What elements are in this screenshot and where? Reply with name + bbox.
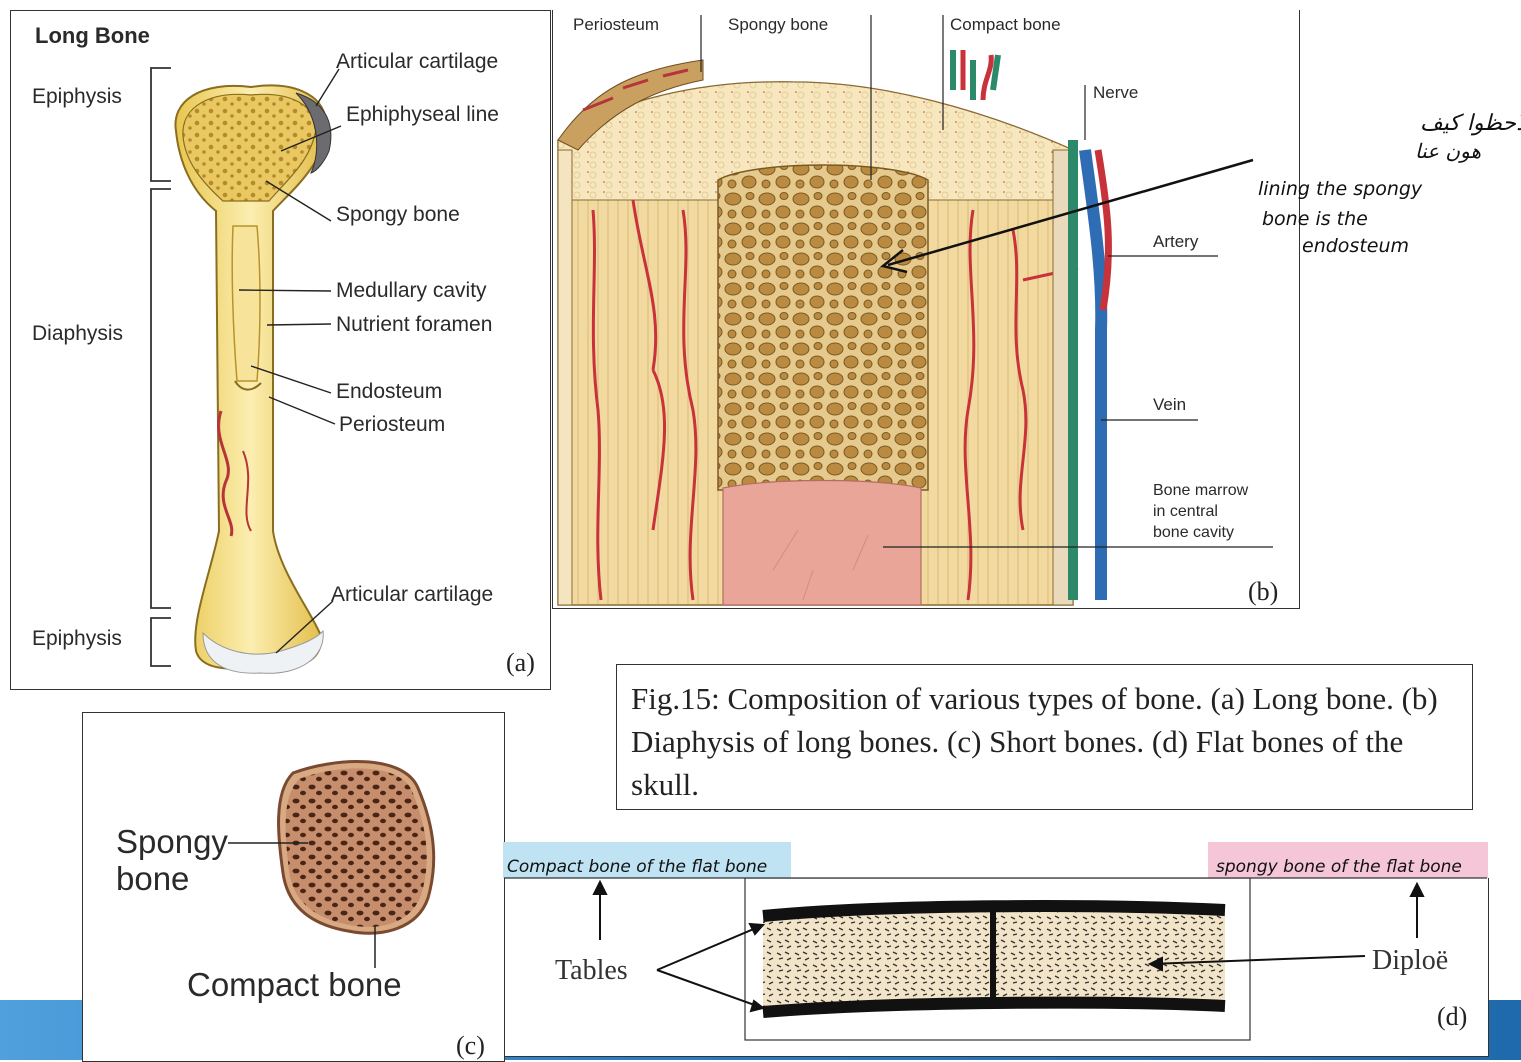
panel-d-flat-bone: Tables Diploë (d) bbox=[504, 878, 1489, 1057]
label-marrow-line2: in central bbox=[1153, 503, 1218, 520]
caption-text: Fig.15: Composition of various types of … bbox=[617, 665, 1472, 806]
label-vein: Vein bbox=[1153, 395, 1186, 414]
panel-c-tag: (c) bbox=[456, 1031, 485, 1060]
flat-bone-illustration: Tables Diploë (d) bbox=[505, 878, 1488, 1056]
handwritten-note-line3: endosteum bbox=[1302, 235, 1409, 257]
diaphysis-illustration: Periosteum Spongy bone Compact bone Nerv… bbox=[553, 10, 1299, 608]
label-compact-c: Compact bone bbox=[187, 966, 402, 1003]
label-diaphysis: Diaphysis bbox=[32, 322, 123, 345]
highlight-spongy-note bbox=[1208, 842, 1488, 878]
panel-b-diaphysis: Periosteum Spongy bone Compact bone Nerv… bbox=[552, 10, 1300, 609]
panel-d-tag: (d) bbox=[1437, 1002, 1467, 1031]
label-diploe: Diploë bbox=[1372, 945, 1448, 976]
label-marrow-line3: bone cavity bbox=[1153, 524, 1234, 541]
figure-caption: Fig.15: Composition of various types of … bbox=[616, 664, 1473, 810]
handwritten-arabic-line1: لاحظوا كيف bbox=[1420, 111, 1521, 136]
label-periosteum-b: Periosteum bbox=[573, 15, 659, 34]
panel-a-title: Long Bone bbox=[35, 23, 150, 48]
label-epiphysis-bottom: Epiphysis bbox=[32, 627, 122, 650]
label-artery: Artery bbox=[1153, 232, 1199, 251]
label-spongy-c-line2: bone bbox=[116, 860, 189, 897]
highlight-compact-note bbox=[503, 842, 791, 878]
panel-a-tag: (a) bbox=[506, 648, 535, 677]
label-articular-cartilage-top: Articular cartilage bbox=[336, 50, 498, 73]
label-articular-cartilage-bottom: Articular cartilage bbox=[331, 583, 493, 606]
label-epiphysis-top: Epiphysis bbox=[32, 85, 122, 108]
handwritten-arabic-line2: هون عنا bbox=[1415, 139, 1481, 163]
label-spongy-bone-b: Spongy bone bbox=[728, 15, 828, 34]
panel-c-short-bone: Spongy bone Compact bone (c) bbox=[82, 712, 505, 1062]
panel-a-long-bone: Long Bone Epiphysis Diaphysis Epiphysis … bbox=[10, 10, 551, 690]
label-medullary-cavity: Medullary cavity bbox=[336, 279, 487, 302]
label-spongy-bone-a: Spongy bone bbox=[336, 203, 460, 226]
label-nerve: Nerve bbox=[1093, 83, 1138, 102]
label-compact-bone-b: Compact bone bbox=[950, 15, 1061, 34]
label-endosteum: Endosteum bbox=[336, 380, 442, 403]
panel-b-tag: (b) bbox=[1248, 577, 1278, 606]
label-marrow-line1: Bone marrow bbox=[1153, 482, 1249, 499]
label-epiphyseal-line: Ephiphyseal line bbox=[346, 103, 499, 126]
long-bone-illustration: Long Bone Epiphysis Diaphysis Epiphysis … bbox=[11, 11, 550, 689]
label-nutrient-foramen: Nutrient foramen bbox=[336, 313, 492, 336]
short-bone-illustration: Spongy bone Compact bone (c) bbox=[83, 713, 504, 1061]
label-tables: Tables bbox=[555, 955, 628, 986]
label-periosteum-a: Periosteum bbox=[339, 413, 445, 436]
label-spongy-c-line1: Spongy bbox=[116, 823, 228, 860]
